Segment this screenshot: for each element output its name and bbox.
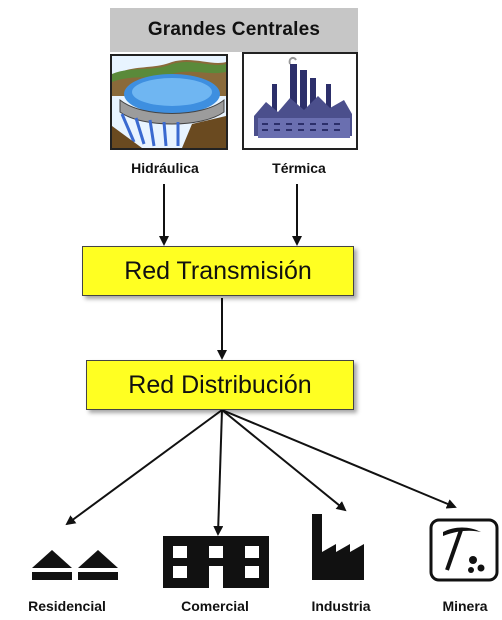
red-transmision-box: Red Transmisión (82, 246, 354, 296)
sector-label-comercial: Comercial (181, 598, 249, 614)
plant-label-termica: Térmica (272, 160, 326, 176)
sector-label-residencial: Residencial (28, 598, 106, 614)
arrow-to-residencial (65, 409, 223, 526)
arrow-to-industria (221, 409, 347, 512)
building-icon (163, 536, 269, 588)
red-distribucion-box: Red Distribución (86, 360, 354, 410)
sector-label-minera: Minera (442, 598, 488, 614)
dam-reservoir-icon (110, 54, 228, 150)
arrow-to-minera (221, 409, 457, 509)
thermal-plant-icon (242, 52, 358, 150)
header-title: Grandes Centrales (110, 8, 358, 52)
plant-label-hidraulica: Hidráulica (131, 160, 199, 176)
sector-label-industria: Industria (311, 598, 371, 614)
factory-icon (312, 514, 372, 584)
pickaxe-icon (429, 518, 499, 582)
houses-icon (30, 548, 122, 584)
arrow-to-comercial (213, 409, 224, 536)
